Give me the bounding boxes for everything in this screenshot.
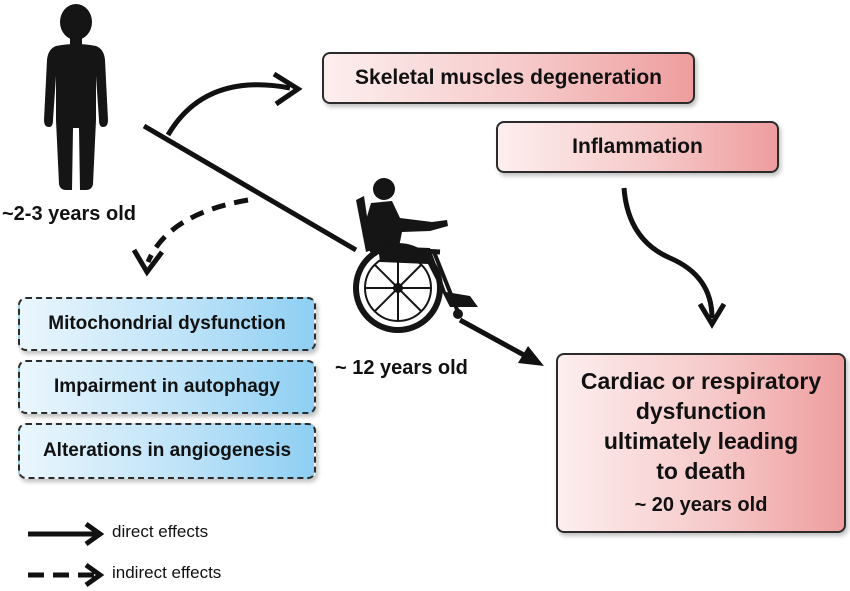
age-child-label: ~2-3 years old <box>2 203 136 225</box>
autophagy-text: Impairment in autophagy <box>54 376 280 397</box>
inflammation-box: Inflammation <box>496 121 779 173</box>
timeline-arrow-to-death <box>458 317 535 363</box>
cardiac-line-4: to death <box>656 458 746 484</box>
cardiac-box: Cardiac or respiratory dysfunction ultim… <box>556 353 846 533</box>
cardiac-line-1: Cardiac or respiratory <box>580 368 822 394</box>
arrow-head-death <box>518 346 544 366</box>
legend-direct-label: direct effects <box>112 522 209 541</box>
cardiac-age: ~ 20 years old <box>634 494 768 516</box>
dashed-arrow-indirect <box>145 197 249 263</box>
legend-indirect-label: indirect effects <box>112 563 222 582</box>
angiogenesis-text: Alterations in angiogenesis <box>42 440 292 461</box>
skeletal-muscle-text: Skeletal muscles degeneration <box>355 66 662 89</box>
cardiac-line-2: dysfunction <box>635 398 767 424</box>
timeline-line <box>142 123 358 253</box>
autophagy-box: Impairment in autophagy <box>18 360 316 414</box>
mitochondrial-box: Mitochondrial dysfunction <box>18 297 316 351</box>
age-wheelchair-label: ~ 12 years old <box>335 357 468 379</box>
curve-arrow-inflammation <box>621 187 715 319</box>
curve-arrow-skeletal <box>165 82 291 137</box>
inflammation-text: Inflammation <box>572 135 703 158</box>
cardiac-line-3: ultimately leading <box>603 428 799 454</box>
angiogenesis-box: Alterations in angiogenesis <box>18 423 316 479</box>
mitochondrial-text: Mitochondrial dysfunction <box>48 313 286 334</box>
skeletal-muscle-box: Skeletal muscles degeneration <box>322 52 695 104</box>
